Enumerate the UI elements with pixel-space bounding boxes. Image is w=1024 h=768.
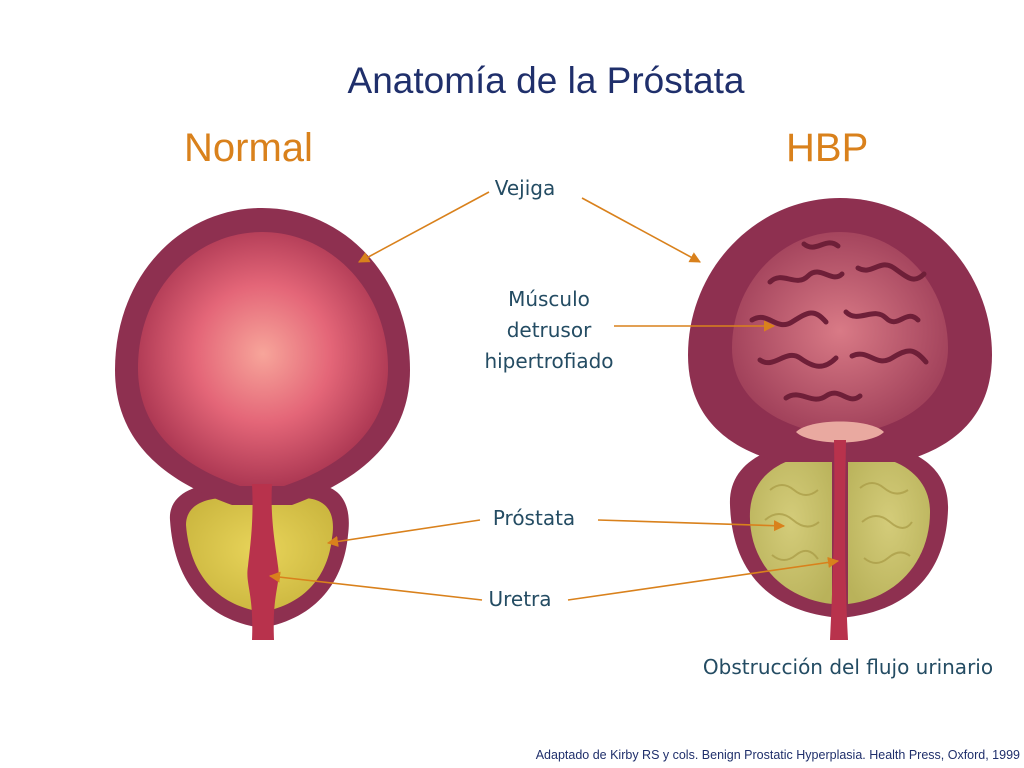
callout-prostata: Próstata (492, 506, 576, 530)
hbp-prostate-lobe-left (749, 454, 832, 604)
hbp-anatomy (688, 198, 992, 640)
callout-musculo-line3: hipertrofiado (484, 349, 614, 373)
hbp-trabeculation (749, 240, 929, 402)
caption-obstruccion: Obstrucción del flujo urinario (702, 655, 994, 679)
callout-musculo-line1: Músculo (508, 287, 590, 311)
callout-vejiga: Vejiga (494, 176, 556, 200)
hbp-urethra (830, 440, 848, 640)
callout-arrows (268, 191, 840, 601)
callout-uretra: Uretra (488, 587, 552, 611)
arrow-vejiga-hbp (581, 197, 701, 263)
arrow-prostata-hbp (597, 519, 786, 532)
normal-urethra (247, 484, 279, 640)
normal-anatomy (115, 208, 410, 640)
label-hbp: HBP (786, 126, 869, 170)
hbp-bladder-lumen (732, 232, 948, 430)
label-normal: Normal (184, 126, 313, 170)
hbp-bladder-neck (796, 421, 884, 443)
arrow-uretra-normal (268, 571, 483, 601)
arrow-prostata-normal (326, 519, 481, 548)
arrow-uretra-hbp (567, 556, 840, 601)
callout-musculo-line2: detrusor (506, 318, 592, 342)
hbp-prostate-texture (764, 482, 913, 564)
arrow-vejiga-normal (358, 191, 490, 263)
normal-bladder-lumen (138, 232, 388, 486)
page-title: Anatomía de la Próstata (347, 60, 745, 101)
source-citation: Adaptado de Kirby RS y cols. Benign Pros… (535, 748, 1020, 762)
hbp-prostate-lobe-right (848, 454, 930, 604)
callout-musculo-detrusor: Músculo detrusor hipertrofiado (464, 284, 634, 377)
